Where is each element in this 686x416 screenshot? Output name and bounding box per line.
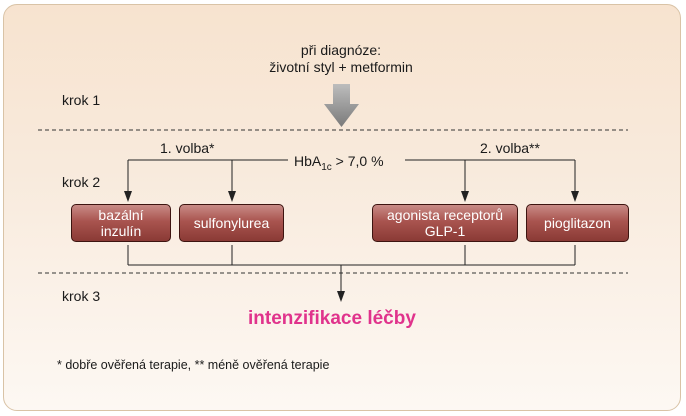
second-choice-label: 2. volba** [480,140,540,156]
hba1c-criterion: HbA1c > 7,0 % [294,153,384,173]
diagnosis-label: při diagnóze: [300,42,382,58]
first-choice-label: 1. volba* [160,140,215,156]
intensification-label: intenzifikace léčby [248,308,416,329]
lifestyle-metformin-label: životní styl + metformin [269,59,413,75]
step-2-label: krok 2 [62,174,101,190]
big-down-arrow [324,84,359,127]
pioglitazone-box: pioglitazon [526,204,629,242]
step-3-label: krok 3 [62,288,101,304]
step-1-label: krok 1 [62,92,101,108]
sulfonylurea-box: sulfonylurea [179,204,284,242]
footnote: * dobře ověřená terapie, ** méně ověřená… [57,358,330,372]
